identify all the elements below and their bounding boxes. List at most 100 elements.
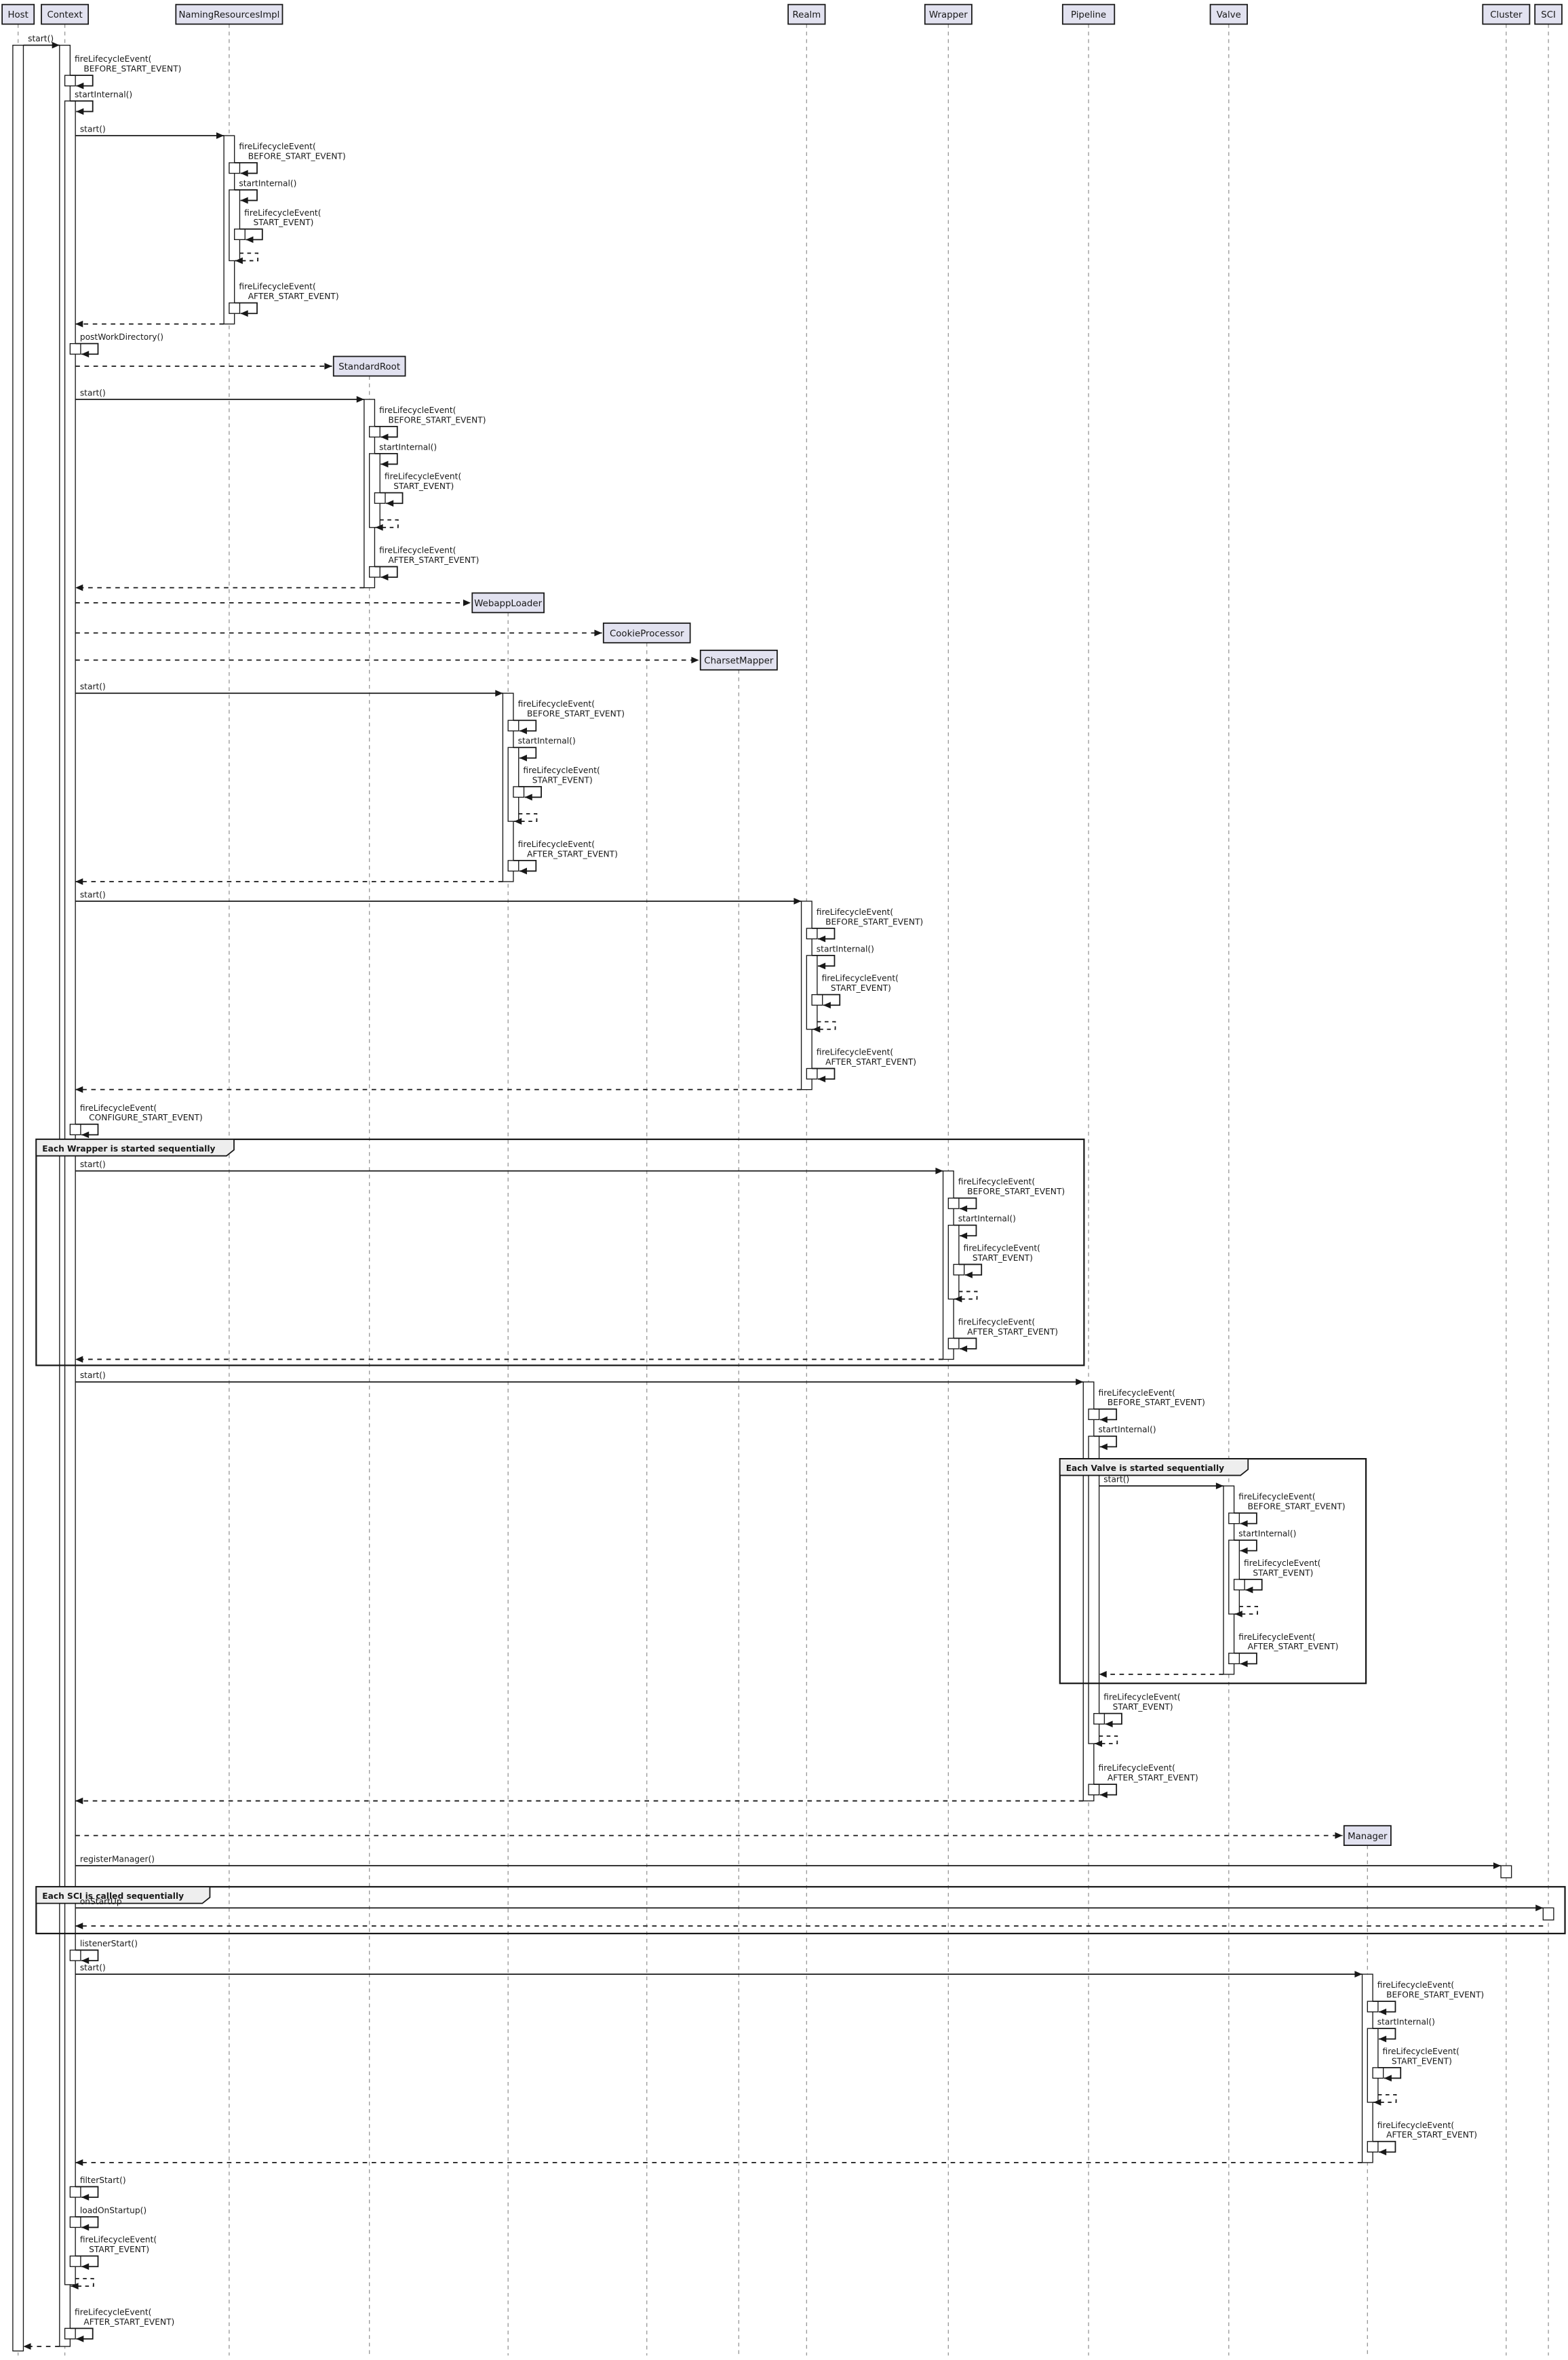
activation-bar-Pipeline <box>1088 1784 1100 1796</box>
self-arrowhead-icon <box>240 197 248 204</box>
self-message-line <box>374 566 398 578</box>
self-arrowhead-icon <box>81 2263 90 2270</box>
call-arrowhead-icon <box>1215 1482 1224 1489</box>
self-return-line <box>71 2278 94 2287</box>
group-frame <box>35 1886 1566 1935</box>
self-arrowhead-icon <box>81 2194 90 2201</box>
self-return-line <box>1094 1735 1118 1745</box>
return-arrowhead-icon <box>1099 1671 1107 1678</box>
self-arrowhead-icon <box>959 1345 968 1352</box>
activation-bar-Pipeline <box>1088 1436 1100 1744</box>
call-message-label: onStartUp <box>80 1897 122 1906</box>
self-return-line <box>514 813 538 822</box>
self-message-line <box>1093 1435 1118 1448</box>
self-message-label: BEFORE_START_EVENT) <box>1386 1990 1484 2000</box>
self-message-label: AFTER_START_EVENT) <box>967 1327 1058 1337</box>
call-arrowhead-icon <box>356 396 364 403</box>
self-message-label: startInternal() <box>518 736 576 746</box>
self-message-label: fireLifecycleEvent( <box>523 766 600 775</box>
self-arrowhead-icon <box>1099 1416 1108 1423</box>
activation-bar-NamingResourcesImpl <box>229 162 241 174</box>
activation-bar-Pipeline <box>1088 1409 1100 1420</box>
activation-bar-Manager <box>1367 2141 1379 2152</box>
self-message-label: fireLifecycleEvent( <box>239 282 315 292</box>
self-arrowhead-icon <box>246 236 254 243</box>
group-frame-title-tab <box>1059 1458 1249 1476</box>
activation-bar-StandardRoot <box>374 492 386 504</box>
create-arrowhead-icon <box>463 599 471 606</box>
activation-bar-Context <box>64 75 76 87</box>
self-return-line <box>812 1021 836 1030</box>
activation-bar-Context <box>69 1949 81 1961</box>
self-return-line <box>235 252 259 262</box>
participant-label-WebappLoader: WebappLoader <box>474 599 542 609</box>
return-arrowhead-icon <box>23 2343 31 2350</box>
self-message-label: BEFORE_START_EVENT) <box>825 917 923 926</box>
self-arrowhead-icon <box>81 2224 90 2231</box>
create-arrowhead-icon <box>691 656 699 664</box>
self-message-label: fireLifecycleEvent( <box>518 840 595 849</box>
self-message-line <box>812 1067 836 1080</box>
self-return-arrowhead-icon <box>1373 2099 1381 2106</box>
self-arrowhead-icon <box>1379 2035 1387 2043</box>
return-arrowhead-icon <box>75 1797 83 1805</box>
call-message-label: start() <box>80 388 106 397</box>
participant-label-SCI: SCI <box>1541 10 1556 20</box>
self-message-label: AFTER_START_EVENT) <box>1108 1773 1198 1783</box>
participant-label-CharsetMapper: CharsetMapper <box>704 656 774 666</box>
self-message-label: startInternal() <box>75 90 132 99</box>
self-message-line <box>812 955 836 967</box>
activation-bar-Pipeline <box>1093 1713 1105 1725</box>
self-message-line <box>817 994 841 1006</box>
participant-label-NamingResourcesImpl: NamingResourcesImpl <box>178 10 279 20</box>
self-message-label: startInternal() <box>379 442 437 452</box>
participant-box-Valve <box>1209 3 1248 25</box>
self-message-label: postWorkDirectory() <box>80 332 163 342</box>
participant-box-CookieProcessor <box>602 623 691 644</box>
self-message-line <box>1373 2140 1396 2153</box>
activation-bar-Context <box>69 2256 81 2267</box>
self-return-arrowhead-icon <box>71 2283 79 2289</box>
self-message-line <box>239 228 263 241</box>
return-arrowhead-icon <box>75 320 83 328</box>
self-message-line <box>75 2255 99 2268</box>
self-message-label: AFTER_START_EVENT) <box>248 292 339 301</box>
activation-bar-Wrapper <box>947 1225 960 1300</box>
call-arrowhead-icon <box>1493 1862 1502 1869</box>
self-message-line <box>1373 2001 1396 2013</box>
self-return-line <box>954 1291 978 1300</box>
participant-label-Pipeline: Pipeline <box>1071 10 1106 20</box>
self-message-label: fireLifecycleEvent( <box>75 54 151 64</box>
self-message-line <box>812 928 836 940</box>
call-arrowhead-icon <box>1076 1378 1084 1385</box>
self-message-label: fireLifecycleEvent( <box>379 406 456 415</box>
self-message-label: START_EVENT) <box>253 218 313 227</box>
self-message-line <box>70 100 94 113</box>
self-message-label: START_EVENT) <box>1253 1568 1313 1577</box>
call-message-label: registerManager() <box>80 1855 155 1864</box>
call-arrowhead-icon <box>216 132 224 139</box>
self-arrowhead-icon <box>81 1131 90 1139</box>
activation-bar-Valve <box>1228 1539 1240 1615</box>
group-frame-title-tab <box>35 1139 235 1157</box>
self-arrowhead-icon <box>959 1205 968 1213</box>
self-message-label: AFTER_START_EVENT) <box>1386 2130 1477 2140</box>
activation-bar-Host <box>12 45 24 2352</box>
self-message-line <box>518 786 542 798</box>
return-arrowhead-icon <box>75 584 83 591</box>
participant-label-Wrapper: Wrapper <box>929 10 968 20</box>
activation-bar-Wrapper <box>947 1198 960 1209</box>
self-message-label: fireLifecycleEvent( <box>958 1177 1035 1187</box>
self-message-line <box>1239 1579 1263 1591</box>
activation-bar-Manager <box>1367 2028 1379 2103</box>
self-message-label: fireLifecycleEvent( <box>385 472 461 481</box>
self-arrowhead-icon <box>380 574 389 581</box>
self-arrowhead-icon <box>1384 2074 1392 2082</box>
self-arrowhead-icon <box>959 1232 968 1240</box>
self-return-arrowhead-icon <box>954 1295 962 1303</box>
call-message-label: start() <box>80 1371 106 1380</box>
participant-box-NamingResourcesImpl <box>175 3 283 25</box>
participant-label-Context: Context <box>47 10 82 20</box>
